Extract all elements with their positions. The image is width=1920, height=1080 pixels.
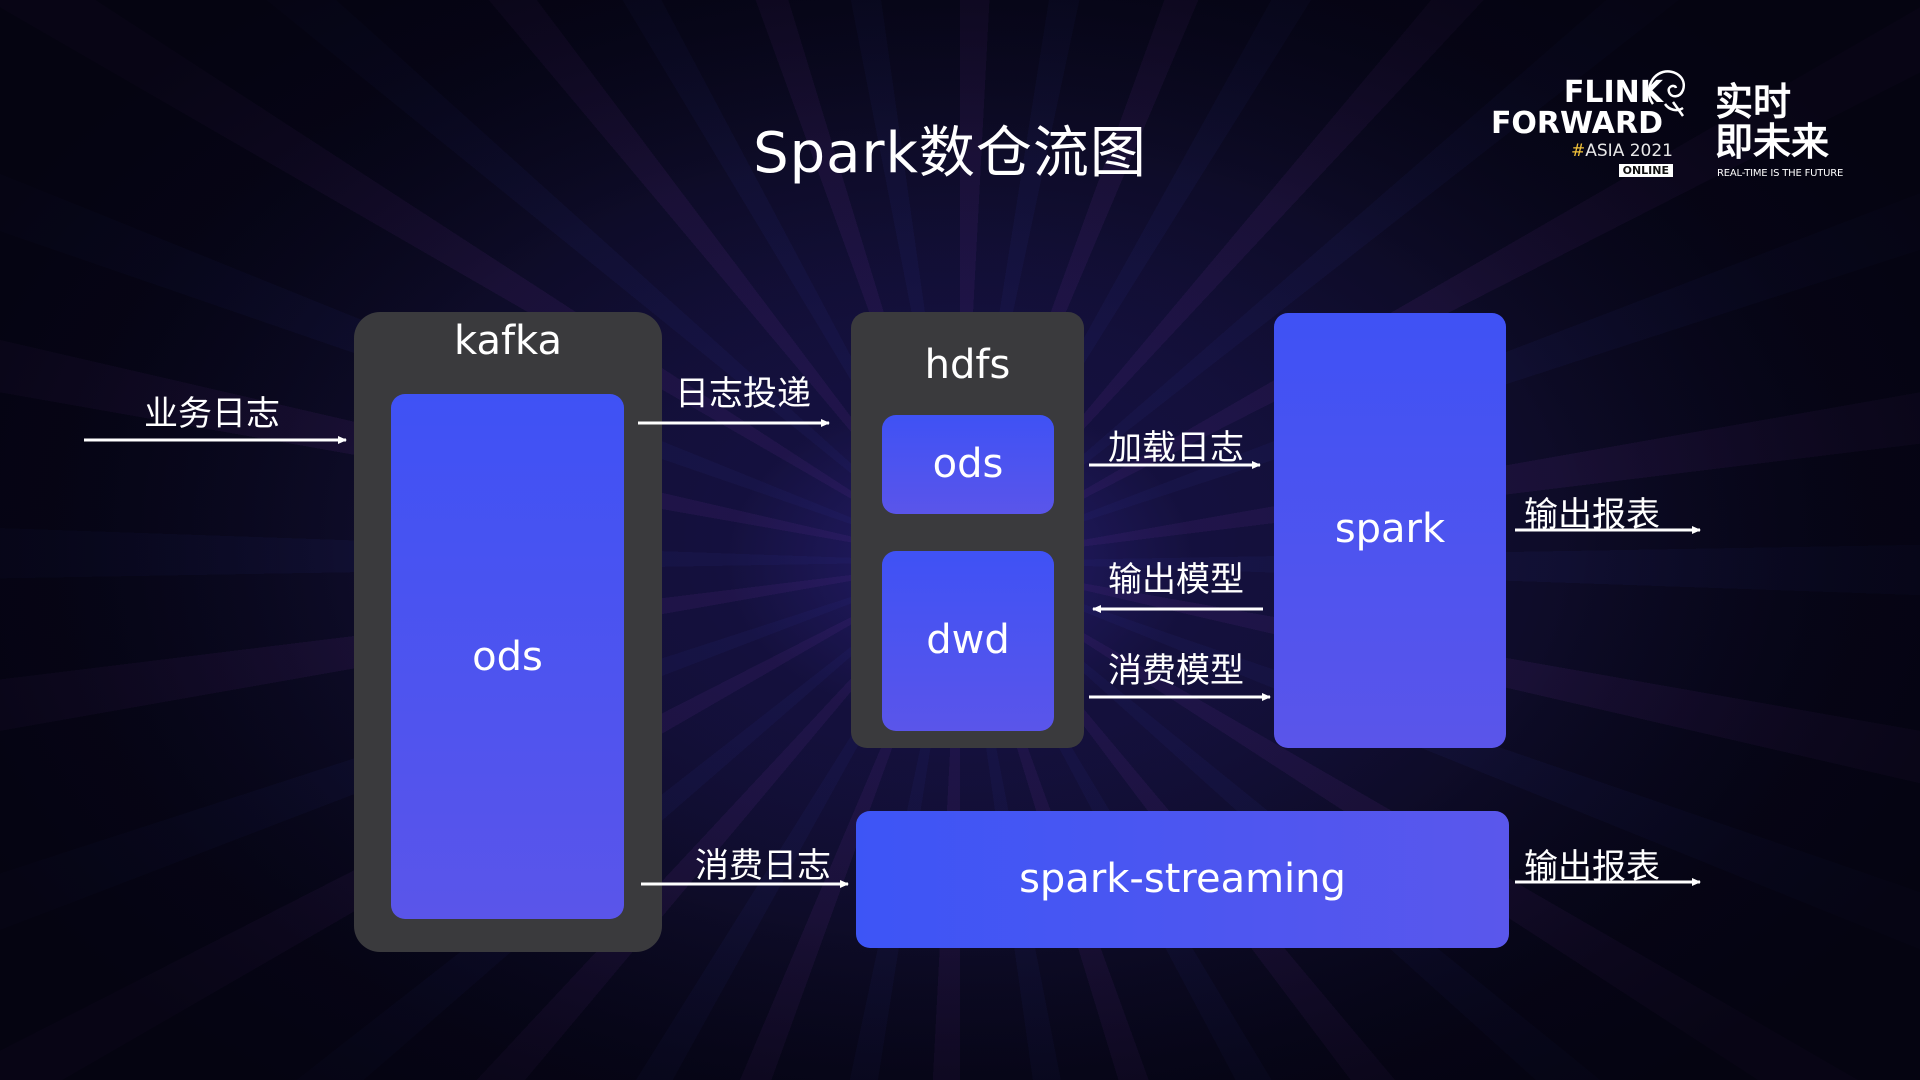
edge-label-output-report-1: 输出报表 bbox=[1524, 495, 1660, 535]
logo-online-badge: ONLINE bbox=[1618, 164, 1673, 177]
logo-flink-text: FLINK bbox=[1563, 75, 1663, 110]
logo-edition: #ASIA 2021 bbox=[1571, 141, 1673, 161]
spark-label: spark bbox=[1334, 506, 1446, 552]
logo-forward-text: FORWARD bbox=[1490, 106, 1663, 141]
kafka-ods-node bbox=[391, 394, 624, 919]
hdfs-label: hdfs bbox=[924, 342, 1011, 388]
hdfs-dwd-node bbox=[882, 551, 1054, 731]
logo-tagline: REAL-TIME IS THE FUTURE bbox=[1717, 168, 1844, 179]
edge-label-consume-model: 消费模型 bbox=[1108, 651, 1244, 691]
logo-cn-line2: 即未来 bbox=[1715, 120, 1830, 164]
edge-label-consume-log: 消费日志 bbox=[695, 846, 831, 886]
edge-label-log-delivery: 日志投递 bbox=[675, 374, 811, 414]
edge-label-output-report-2: 输出报表 bbox=[1524, 847, 1660, 887]
logo-hash: # bbox=[1571, 141, 1586, 161]
spark-node bbox=[1274, 313, 1506, 748]
kafka-ods-label: ods bbox=[472, 634, 543, 680]
hdfs-ods-label: ods bbox=[932, 441, 1004, 487]
squirrel-icon bbox=[1647, 70, 1686, 117]
flink-forward-logo: FLINK FORWARD #ASIA 2021 ONLINE 实时 即未来 R… bbox=[1491, 70, 1845, 188]
logo-cn-line1: 实时 bbox=[1715, 80, 1792, 124]
edge-label-load-log: 加载日志 bbox=[1108, 428, 1244, 468]
logo-edition-text: ASIA 2021 bbox=[1585, 141, 1673, 161]
hdfs-dwd-label: dwd bbox=[926, 617, 1010, 663]
spark-streaming-node bbox=[856, 811, 1509, 948]
kafka-label: kafka bbox=[453, 318, 563, 364]
edge-label-output-model: 输出模型 bbox=[1108, 560, 1244, 600]
edge-label-business-log: 业务日志 bbox=[144, 394, 280, 434]
page-title: Spark数仓流图 bbox=[753, 121, 1147, 186]
hdfs-ods-node bbox=[882, 415, 1054, 514]
spark-streaming-label: spark-streaming bbox=[1019, 856, 1346, 902]
